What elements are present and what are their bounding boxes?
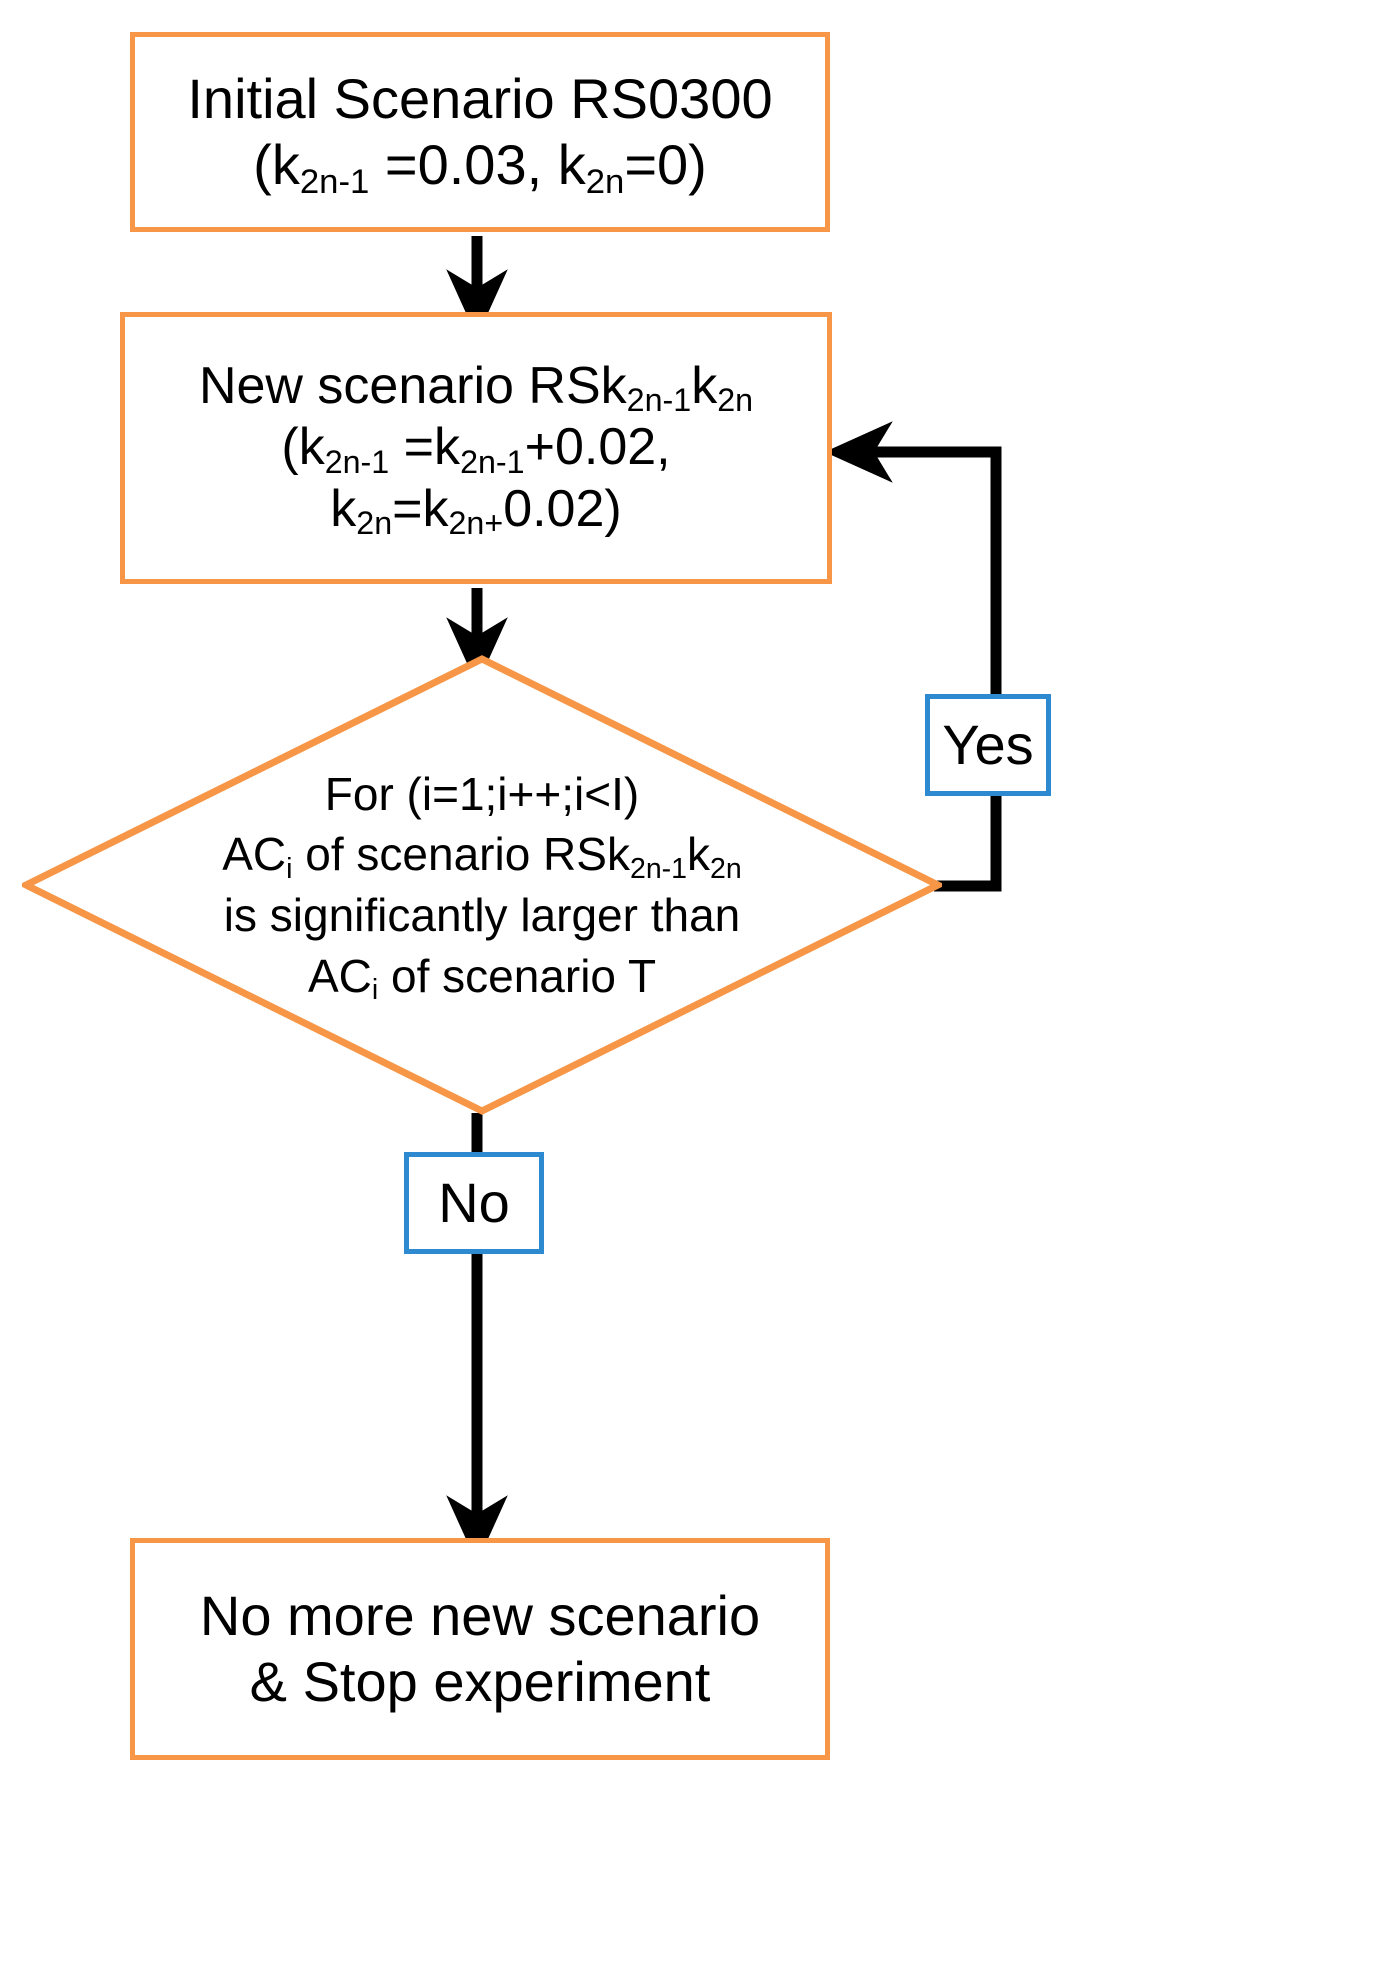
initial-l2-sub-2: 2n — [585, 163, 625, 202]
edge-label-no-text: No — [438, 1171, 510, 1234]
node-new-line-1: New scenario RSk2n-1k2n — [199, 356, 753, 417]
node-initial-line-2: (k2n-1 =0.03, k2n=0) — [253, 132, 707, 202]
initial-l2-sub-1: 2n-1 — [299, 163, 370, 202]
new-l1-prefix: New scenario RSk — [198, 356, 627, 415]
edge-label-yes[interactable]: Yes — [925, 694, 1051, 796]
new-l3-sub-1: 2n — [356, 505, 393, 542]
node-new-line-3: k2n=k2n+0.02) — [330, 479, 621, 540]
node-new-line-2: (k2n-1 =k2n-1+0.02, — [281, 417, 670, 478]
new-l2-suffix: +0.02, — [524, 418, 671, 477]
edge-label-no[interactable]: No — [404, 1152, 544, 1254]
new-l2-sub-1: 2n-1 — [324, 443, 390, 480]
node-stop-line-1: No more new scenario — [199, 1583, 761, 1647]
new-l1-sub-1: 2n-1 — [626, 382, 692, 419]
new-l2-sub-2: 2n-1 — [460, 443, 525, 480]
edge-label-yes-text: Yes — [942, 713, 1034, 776]
new-l1-sub-2: 2n — [717, 382, 754, 419]
decision-diamond-shape — [22, 655, 942, 1115]
new-l3-sub-2: 2n+ — [448, 505, 504, 542]
new-l2-prefix: (k — [281, 418, 325, 477]
node-initial-line-1: Initial Scenario RS0300 — [187, 66, 773, 130]
new-l2-mid: =k — [389, 418, 461, 477]
node-decision[interactable]: For (i=1;i++;i<I) ACi of scenario RSk2n-… — [22, 655, 942, 1115]
new-l3-suffix: 0.02) — [503, 479, 622, 538]
node-initial-scenario[interactable]: Initial Scenario RS0300 (k2n-1 =0.03, k2… — [130, 32, 830, 232]
node-stop-experiment[interactable]: No more new scenario & Stop experiment — [130, 1538, 830, 1760]
node-new-scenario[interactable]: New scenario RSk2n-1k2n (k2n-1 =k2n-1+0.… — [120, 312, 832, 584]
node-stop-line-2: & Stop experiment — [249, 1650, 711, 1713]
new-l3-prefix: k — [330, 479, 357, 538]
initial-l2-prefix: (k — [253, 133, 300, 196]
initial-l2-mid: =0.03, k — [369, 133, 586, 196]
initial-l2-suffix: =0) — [624, 133, 707, 196]
new-l1-mid: k — [691, 356, 718, 415]
new-l3-mid: =k — [392, 479, 449, 538]
